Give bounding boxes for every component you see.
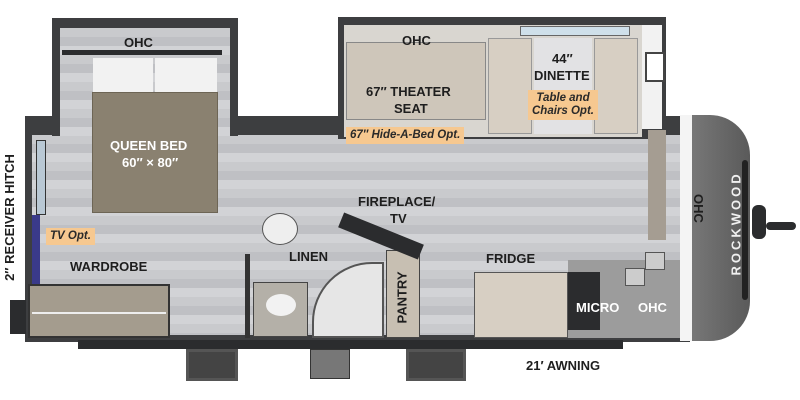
entry-steps: [406, 349, 466, 381]
toilet: [262, 213, 298, 245]
front-cap: [680, 115, 750, 341]
awning-label: 21′ AWNING: [526, 358, 601, 373]
fireplace-tv-label-2: TV: [390, 211, 407, 226]
pantry: [386, 250, 420, 338]
option-text: Chairs Opt.: [532, 105, 594, 117]
hitch-coupler: [752, 205, 766, 239]
pillow: [155, 58, 217, 92]
tv-option-tag: TV Opt.: [46, 228, 95, 245]
dinette-label: DINETTE: [534, 68, 590, 83]
brand-logo: ROCKWOOD: [728, 171, 744, 276]
theater-seat-label: 67″ THEATER: [366, 84, 451, 99]
rear-steps: [10, 300, 26, 334]
bathroom-sink: [266, 294, 296, 316]
rear-window: [36, 140, 46, 215]
kitchen-sink: [645, 252, 665, 270]
option-text: Table and: [536, 92, 590, 104]
wardrobe-label: WARDROBE: [70, 259, 148, 274]
dinette-bench: [594, 38, 638, 134]
bathroom-wall: [245, 254, 250, 338]
bedroom-ohc-shelf: [62, 50, 222, 55]
entry-steps: [186, 349, 238, 381]
queen-bed-label: QUEEN BED: [110, 138, 188, 153]
dinette-bench: [488, 38, 532, 134]
receiver-hitch-label: 2″ RECEIVER HITCH: [1, 154, 17, 281]
theater-seat: [346, 42, 486, 120]
awning-rail: [78, 340, 623, 349]
window: [645, 52, 665, 82]
micro-label: MICRO: [576, 300, 620, 315]
wardrobe-rod: [32, 312, 166, 314]
fireplace-tv-label: FIREPLACE/: [358, 194, 436, 209]
tv-mount: [32, 215, 40, 285]
theater-ohc-label: OHC: [402, 33, 431, 48]
generator-box: [310, 349, 350, 379]
linen-label: LINEN: [289, 249, 328, 264]
hitch-jack: [766, 222, 796, 230]
front-cabinet: [648, 130, 666, 240]
queen-bed-size-label: 60″ × 80″: [122, 155, 179, 170]
front-cap-band: [742, 160, 748, 300]
dinette-size-label: 44″: [552, 51, 573, 66]
bedroom-ohc-label: OHC: [124, 35, 153, 50]
theater-seat-label-2: SEAT: [394, 101, 428, 116]
stove: [568, 272, 600, 330]
fridge: [474, 272, 568, 338]
wardrobe: [28, 284, 170, 338]
hide-a-bed-option-tag: 67″ Hide-A-Bed Opt.: [346, 127, 465, 144]
queen-bed: [92, 92, 218, 213]
front-ohc-label: OHC: [690, 194, 706, 223]
kitchen-ohc-label: OHC: [638, 300, 667, 315]
pillow: [93, 58, 153, 92]
skylight: [520, 26, 630, 36]
kitchen-sink: [625, 268, 645, 286]
fridge-label: FRIDGE: [486, 251, 536, 266]
pantry-label: PANTRY: [394, 271, 410, 324]
